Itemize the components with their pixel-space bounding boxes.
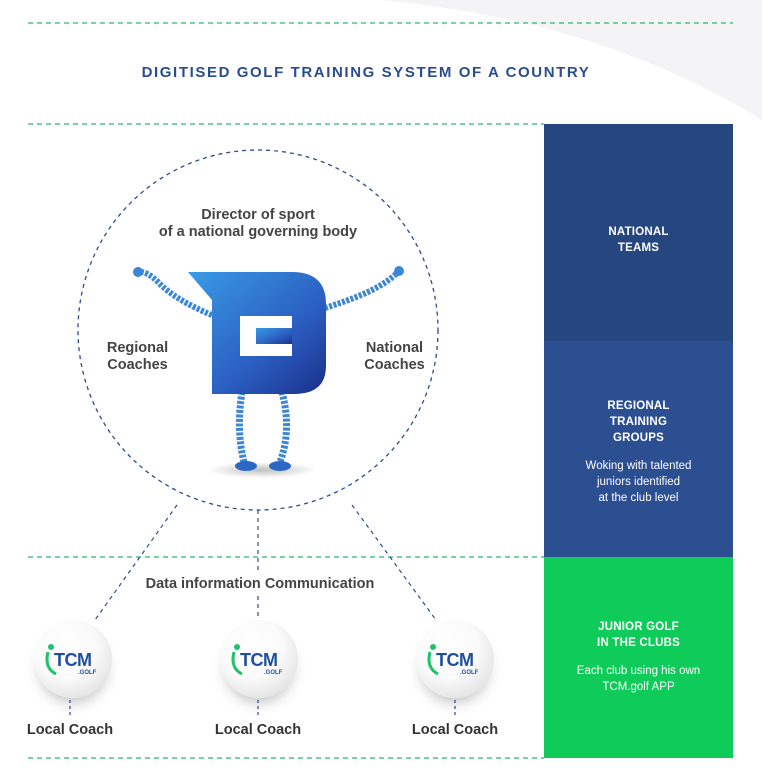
- tcm-logo-text: TCM: [240, 650, 278, 670]
- panel-national-teams: NATIONAL TEAMS: [544, 124, 733, 341]
- local-coach-label: Local Coach: [214, 722, 302, 738]
- tcm-logo-text: TCM: [54, 650, 92, 670]
- tcm-logo-sub: .GOLF: [264, 670, 283, 676]
- panel-junior-golf: JUNIOR GOLF IN THE CLUBS Each club using…: [544, 557, 733, 758]
- national-coaches-line2: Coaches: [364, 357, 425, 373]
- panel-regional-training: REGIONAL TRAINING GROUPS Woking with tal…: [544, 341, 733, 557]
- panel-regional-line1: REGIONAL: [607, 400, 670, 412]
- tcm-logo-icon: [427, 644, 439, 676]
- panel-regional-desc1: Woking with talented: [585, 460, 692, 472]
- panel-junior-desc2: TCM.golf APP: [602, 681, 675, 693]
- tcm-logo-sub: .GOLF: [78, 670, 97, 676]
- connector-right: [351, 504, 437, 621]
- panel-junior-desc1: Each club using his own: [576, 665, 701, 677]
- panel-regional-desc3: at the club level: [598, 492, 679, 504]
- panel-regional-line2: TRAINING: [609, 416, 668, 428]
- local-coach-label: Local Coach: [411, 722, 499, 738]
- tcm-logo-text: TCM: [436, 650, 474, 670]
- panel-junior-line1: JUNIOR GOLF: [598, 621, 679, 633]
- panel-national-line1: NATIONAL: [608, 226, 669, 238]
- club-golf-ball: TCM .GOLF: [34, 620, 112, 698]
- panel-regional-description: Woking with talented juniors identified …: [544, 458, 733, 506]
- club-golf-ball: TCM .GOLF: [220, 620, 298, 698]
- national-coaches-line1: National: [365, 340, 424, 356]
- panel-junior-description: Each club using his own TCM.golf APP: [544, 663, 733, 695]
- tcm-logo-icon: [231, 644, 243, 676]
- panel-regional-desc2: juniors identified: [596, 476, 681, 488]
- connector-left: [94, 504, 178, 621]
- director-label-line2: of a national governing body: [158, 224, 358, 240]
- communication-label: Data information Communication: [145, 576, 375, 592]
- tcm-logo-sub: .GOLF: [460, 670, 479, 676]
- tcm-logo-icon: [45, 644, 57, 676]
- b-mascot-icon: [133, 266, 404, 478]
- page-title: DIGITISED GOLF TRAINING SYSTEM OF A COUN…: [141, 64, 591, 81]
- regional-coaches-line1: Regional: [106, 340, 169, 356]
- panel-national-line2: TEAMS: [617, 242, 660, 254]
- director-label-line1: Director of sport: [201, 207, 315, 223]
- panel-regional-line3: GROUPS: [612, 432, 665, 444]
- corner-shape: [380, 0, 762, 120]
- national-coaches-label: National Coaches: [352, 340, 437, 374]
- regional-coaches-line2: Coaches: [107, 357, 168, 373]
- panel-junior-line2: IN THE CLUBS: [597, 637, 680, 649]
- regional-coaches-label: Regional Coaches: [95, 340, 180, 374]
- club-golf-ball: TCM .GOLF: [416, 620, 494, 698]
- local-coach-label: Local Coach: [26, 722, 114, 738]
- director-label: Director of sport of a national governin…: [158, 207, 358, 241]
